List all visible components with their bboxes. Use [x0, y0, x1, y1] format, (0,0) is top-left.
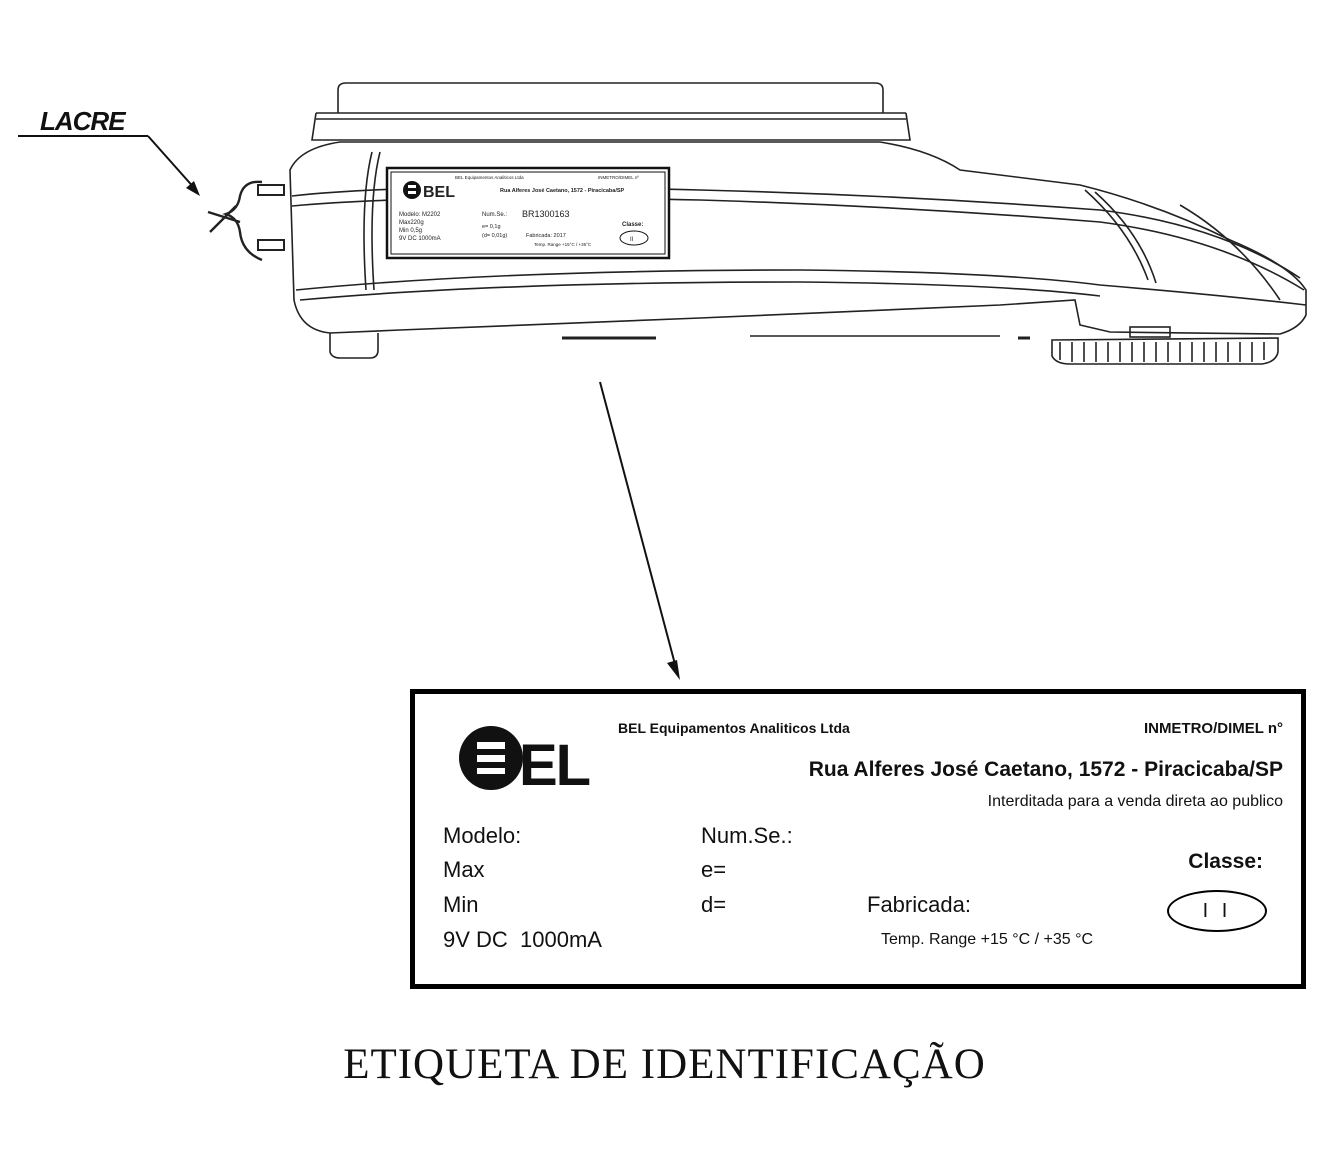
label-power: 9V DC 1000mA — [443, 927, 602, 952]
caption: ETIQUETA DE IDENTIFICAÇÃO — [343, 1041, 986, 1088]
identification-label: EL BEL Equipamentos Analiticos Ltda INME… — [410, 689, 1306, 989]
small-address: Rua Alferes José Caetano, 1572 - Piracic… — [500, 188, 625, 194]
label-numse: Num.Se.: — [701, 823, 793, 848]
leveling-foot — [1051, 337, 1279, 365]
label-temp: Temp. Range +15 °C / +35 °C — [881, 931, 1094, 948]
label-pointer — [599, 381, 677, 669]
seal-bracket — [222, 180, 263, 262]
label-d: d= — [701, 892, 727, 917]
label-classe: Classe: — [1188, 850, 1263, 873]
lacre-pointer — [18, 135, 197, 191]
small-inmetro: INMETRO/DIMEL nº — [598, 175, 639, 180]
lacre-arrowhead — [186, 181, 200, 196]
label-interdicted: Interditada para a venda direta ao publi… — [987, 793, 1283, 810]
small-company: BEL Equipamentos Analiticos Ltda — [455, 175, 524, 180]
small-classe: Classe: — [622, 222, 643, 228]
small-power: 9V DC 1000mA — [399, 236, 441, 242]
label-fabricada: Fabricada: — [867, 892, 971, 917]
label-max: Max — [443, 857, 485, 882]
small-d: (d= 0,01g) — [482, 233, 507, 239]
small-min: Min 0,5g — [399, 228, 422, 234]
label-company: BEL Equipamentos Analiticos Ltda — [618, 720, 850, 736]
small-e: e= 0,1g — [482, 224, 501, 230]
scale-body — [289, 141, 1307, 335]
label-e: e= — [701, 857, 727, 882]
small-fabricada: Fabricada: 2017 — [526, 233, 566, 239]
small-numse-label: Num.Se.: — [482, 212, 507, 218]
label-address: Rua Alferes José Caetano, 1572 - Piracic… — [808, 758, 1283, 781]
label-pointer-arrowhead — [667, 660, 680, 680]
class-oval: I I — [1167, 890, 1267, 932]
svg-text:EL: EL — [519, 733, 590, 798]
label-model: Modelo: — [443, 823, 522, 848]
rear-foot — [329, 333, 379, 359]
small-class-value: II — [630, 237, 634, 243]
lacre-callout: LACRE — [40, 106, 126, 136]
small-model: Modelo: M2202 — [399, 212, 441, 218]
weighing-pan — [337, 82, 884, 113]
label-min: Min — [443, 892, 479, 917]
small-numse-value: BR1300163 — [522, 209, 570, 219]
small-label: BEL BEL Equipamentos Analiticos Ltda INM… — [385, 166, 671, 260]
small-brand: BEL — [423, 184, 455, 201]
bel-logo: EL — [459, 726, 592, 798]
small-temp: Temp. Range +15°C / +35°C — [534, 242, 592, 247]
label-inmetro: INMETRO/DIMEL n° — [1143, 720, 1283, 737]
label-class-value: I I — [1202, 899, 1232, 922]
small-max: Max220g — [399, 220, 424, 226]
